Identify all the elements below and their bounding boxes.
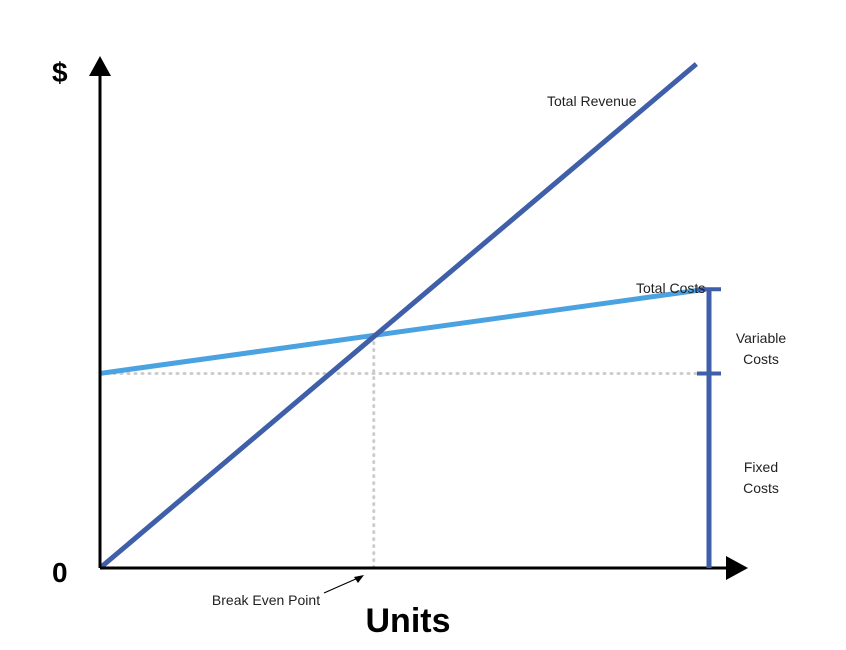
variable-costs-label-line1: Variable [736, 330, 787, 346]
fixed-costs-label-line2: Costs [743, 480, 779, 496]
variable-costs-label-line2: Costs [743, 351, 779, 367]
total-revenue-line [98, 62, 698, 570]
x-axis-arrow [726, 556, 748, 580]
y-axis-arrow [89, 56, 111, 76]
y-axis-label: $ [52, 57, 68, 88]
break-even-label: Break Even Point [212, 592, 320, 608]
total-costs-label: Total Costs [636, 280, 705, 296]
x-axis-label: Units [366, 602, 451, 640]
axes [89, 56, 748, 580]
series-lines [98, 62, 706, 570]
guide-lines [98, 334, 710, 570]
fixed-costs-label-line1: Fixed [744, 459, 778, 475]
break-even-pointer [323, 575, 364, 594]
total-costs-line [99, 286, 706, 376]
cost-bracket [697, 287, 721, 568]
origin-label: 0 [52, 557, 68, 588]
total-revenue-label: Total Revenue [547, 93, 637, 109]
